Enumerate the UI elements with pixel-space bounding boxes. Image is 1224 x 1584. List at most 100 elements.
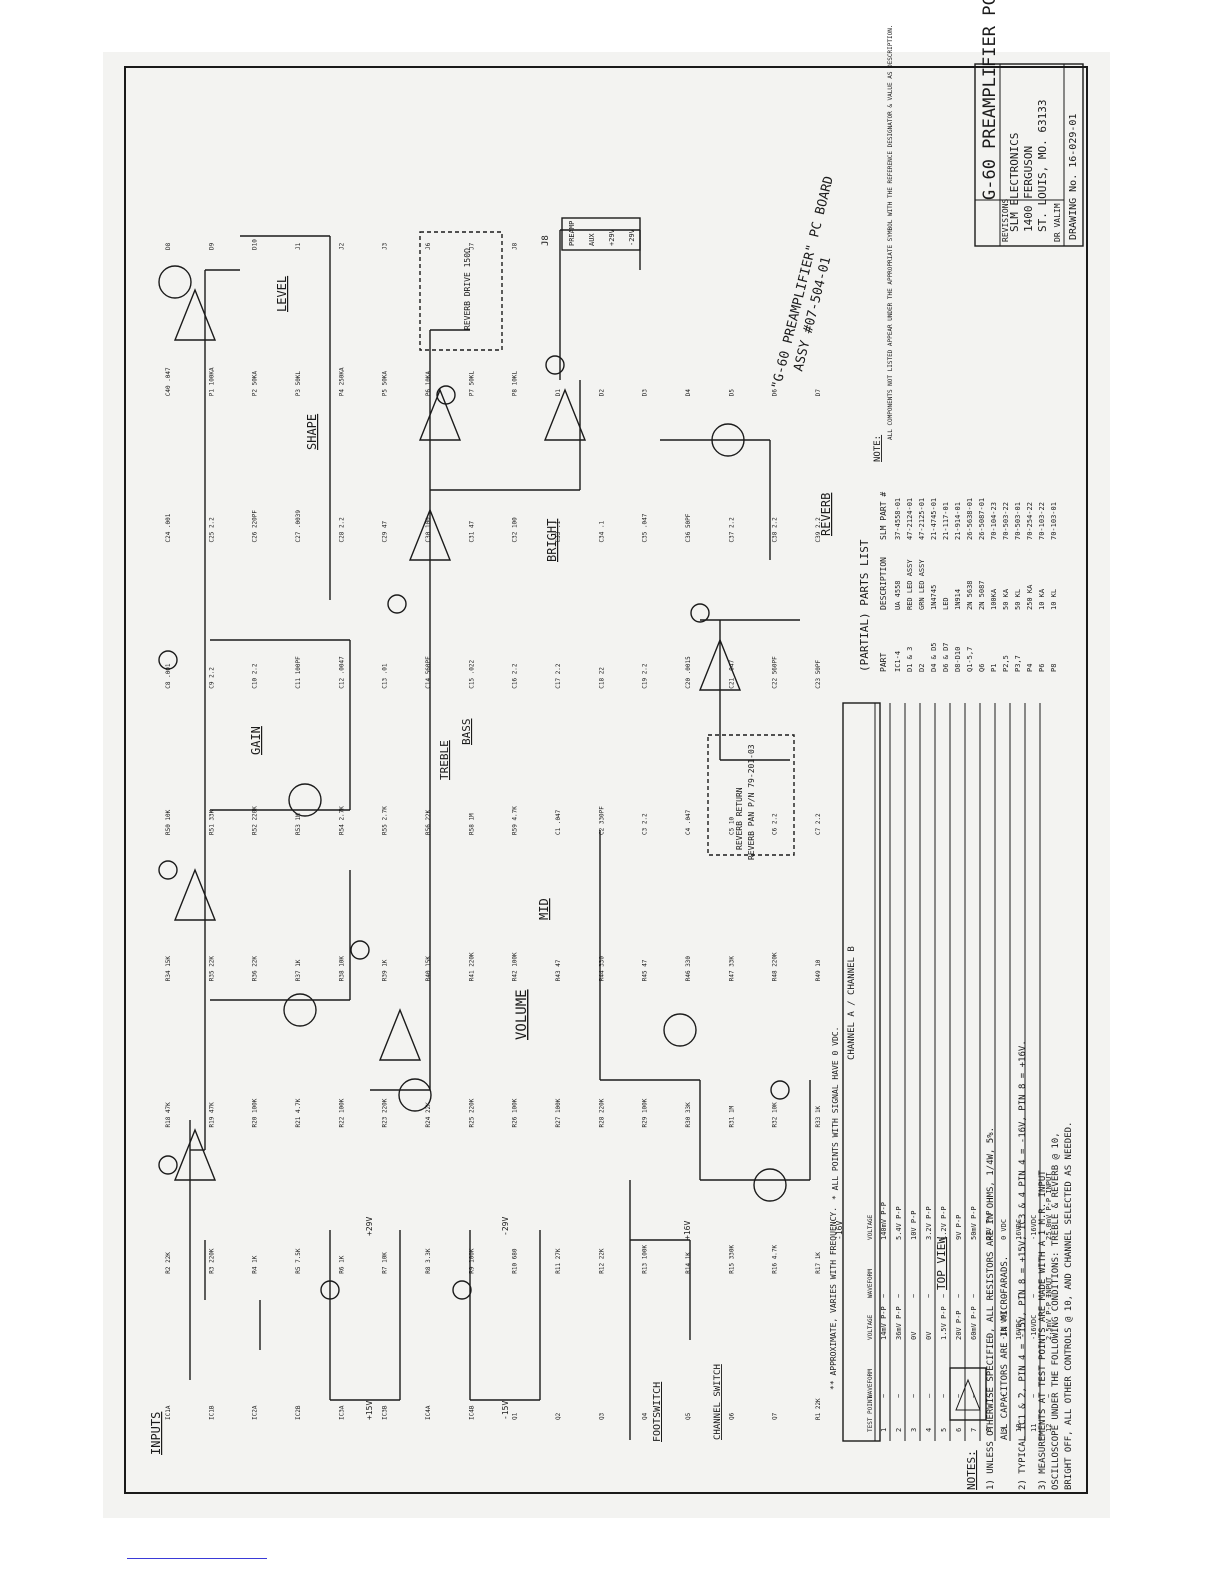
label-volume: VOLUME: [514, 989, 530, 1040]
component-ref: R5 7.5K: [295, 1248, 302, 1274]
table-cell: 5.4V P-P: [895, 1206, 903, 1240]
parts-cell: 50 KA: [1002, 588, 1010, 610]
component-ref: P7 50KL: [468, 371, 475, 397]
table-header: WAVEFORM: [867, 1269, 874, 1298]
label-mid: MID: [537, 898, 551, 920]
q1-symbol: [283, 993, 317, 1027]
title-block-title: G-60 PREAMPLIFIER PC BD: [980, 0, 1000, 200]
parts-header: SLM PART #: [879, 492, 888, 540]
component-ref: R24 22K: [425, 1102, 432, 1128]
parts-cell: P4: [1026, 664, 1034, 672]
component-ref: R47 33K: [728, 956, 735, 982]
table-cell: 2.5mV P-P INPUT: [1045, 1276, 1053, 1340]
label-bright: BRIGHT: [545, 519, 559, 562]
q7-symbol: [663, 1013, 697, 1047]
component-ref: C9 2.2: [208, 667, 215, 689]
ic3a-symbol: [418, 388, 462, 441]
table-cell: 3: [910, 1428, 918, 1432]
table-cell: ~: [1000, 1394, 1008, 1398]
component-ref: R58 1M: [468, 813, 475, 835]
power-rail-labels: +29V -29V +15V -15V +16V -16V: [365, 1217, 844, 1420]
component-ref: Q3: [598, 1412, 605, 1420]
table-cell: ~: [940, 1294, 948, 1298]
component-ref: P1 100KA: [208, 367, 215, 396]
table-cell: 9V P-P: [955, 1215, 963, 1240]
drawing-border: [124, 66, 1088, 1494]
title-block: G-60 PREAMPLIFIER PC BD SLM ELECTRONICS …: [974, 0, 1084, 247]
component-ref: C25 2.2: [208, 517, 215, 543]
j8-pin-4: -29V: [628, 228, 636, 246]
parts-cell: Q1-5,7: [966, 647, 974, 672]
component-ref: D6: [772, 389, 779, 397]
component-ref: R29 100K: [642, 1098, 649, 1127]
component-ref: Q4: [642, 1412, 649, 1420]
component-ref: R42 100K: [512, 952, 519, 981]
table-cell: -16VDC: [1030, 1315, 1038, 1340]
paper-sheet: [103, 52, 1110, 1518]
component-ref: R41 220K: [468, 952, 475, 981]
table-cell: 10V P-P: [910, 1210, 918, 1240]
component-ref: R6 1K: [338, 1255, 345, 1273]
component-ref: C31 47: [468, 520, 475, 542]
component-ref: R16 4.7K: [772, 1244, 779, 1273]
table-cell: 20V P-P: [955, 1310, 963, 1340]
parts-cell: UA 4558: [894, 580, 902, 610]
component-ref: D8: [165, 242, 172, 250]
note-1b: ALL CAPACITORS ARE IN MICROFARADS.: [1000, 1256, 1010, 1440]
svg-text:+16V: +16V: [683, 1221, 692, 1240]
parts-cell: LED: [942, 597, 950, 610]
parts-cell: D1 & 3: [906, 647, 914, 672]
parts-cell: Q6: [978, 664, 986, 672]
table-cell: ~: [955, 1294, 963, 1298]
component-ref: C3 2.2: [642, 813, 649, 835]
component-ref: R59 4.7K: [512, 806, 519, 835]
table-cell: -13 VDC: [1000, 1310, 1008, 1340]
j8-pin-2: AUX: [588, 233, 596, 246]
component-ref: C21 .047: [728, 659, 735, 688]
label-treble: TREBLE: [438, 740, 451, 780]
component-ref: R36 22K: [252, 956, 259, 982]
component-ref: R48 220K: [772, 952, 779, 981]
table-cell: ~: [925, 1294, 933, 1298]
note-3b: OSCILLOSCOPE UNDER THE FOLLOWING CONDITI…: [1051, 1132, 1061, 1490]
component-ref: C38 2.2: [772, 517, 779, 543]
table-cell: ~: [1015, 1394, 1023, 1398]
component-ref: C28 2.2: [338, 517, 345, 543]
table-header: VOLTAGE: [867, 1314, 874, 1340]
component-ref: C2 330PF: [598, 806, 605, 835]
reverb-pan-blocks: [419, 217, 795, 856]
component-ref: D5: [728, 389, 735, 397]
component-ref: R31 1M: [728, 1105, 735, 1127]
title-block-drawn: DR VALIM: [1053, 203, 1062, 242]
note-3a: 3) MEASUREMENTS AT TEST POINTS ARE MADE …: [1038, 1170, 1048, 1490]
component-ref: R43 47: [555, 959, 562, 981]
parts-cell: 21-914-01: [954, 502, 962, 540]
parts-cell: D8-D10: [954, 647, 962, 672]
table-cell: 36mV P-P: [895, 1306, 903, 1340]
svg-text:-29V: -29V: [501, 1217, 510, 1236]
component-ref: R34 15K: [165, 956, 172, 982]
table-cell: 12: [1045, 1424, 1053, 1432]
label-gain: GAIN: [249, 726, 263, 755]
ic4b-symbol: [543, 388, 587, 441]
parts-cell: IC1-4: [894, 651, 902, 672]
table-cell: -16VDC: [1030, 1215, 1038, 1240]
component-ref: R28 220K: [598, 1098, 605, 1127]
parts-cell: 10 KA: [1038, 588, 1046, 610]
q3-symbol: [158, 265, 192, 299]
component-ref: IC4A: [425, 1405, 432, 1420]
component-ref: C1 .047: [555, 809, 562, 835]
component-ref: R4 1K: [252, 1255, 259, 1273]
component-ref: C34 .1: [598, 520, 605, 542]
ic4a-symbol: [698, 638, 742, 691]
note-2: 2) TYPICAL IC1 & 2, PIN 4 = -15V, PIN 8 …: [1018, 1040, 1028, 1490]
table-cell: —: [1000, 1293, 1008, 1298]
test-point-table: ** APPROXIMATE, VARIES WITH FREQUENCY. *…: [829, 702, 1053, 1442]
component-ref: P2 50KA: [252, 371, 259, 397]
label-reverb-pan: REVERB PAN P/N 79-201-03: [747, 744, 756, 860]
table-cell: 8: [985, 1428, 993, 1432]
component-ref: C30 100: [425, 517, 432, 543]
parts-cell: 26-5087-01: [978, 498, 986, 540]
title-block-address2: ST. LOUIS, MO. 63133: [1036, 100, 1049, 232]
